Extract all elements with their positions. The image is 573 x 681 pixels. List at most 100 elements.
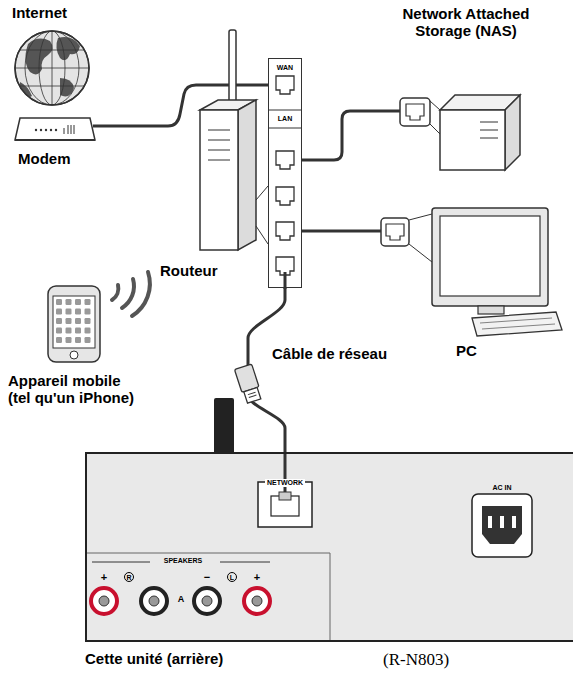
router-icon	[256, 186, 268, 244]
ac-inlet	[472, 494, 532, 557]
polarity-sign: +	[254, 571, 260, 583]
modem-icon	[15, 118, 95, 140]
rj45-port	[276, 76, 294, 94]
device-label: Internet	[12, 4, 67, 21]
router-icon	[229, 30, 236, 106]
modem-icon	[35, 129, 37, 131]
modem-icon	[15, 139, 95, 141]
globe-icon	[14, 50, 90, 51]
speaker-terminal	[149, 596, 159, 606]
globe-icon	[14, 68, 90, 69]
modem-icon	[45, 129, 47, 131]
terminal-label: SPEAKERS	[162, 557, 205, 565]
ac-inlet	[488, 516, 492, 528]
app-icon	[85, 328, 91, 334]
lan-cable	[300, 111, 402, 160]
polarity-sign: −	[204, 571, 210, 583]
app-icon	[56, 299, 91, 343]
app-icon	[56, 318, 62, 324]
app-icon	[75, 328, 81, 334]
rear-panel	[85, 452, 573, 642]
app-icon	[56, 337, 62, 343]
wireless-waves	[132, 272, 150, 316]
app-icon	[75, 299, 81, 305]
polarity-sign: +	[101, 571, 107, 583]
pc-icon	[472, 312, 562, 336]
app-icon	[66, 328, 72, 334]
rj45-port	[276, 151, 294, 169]
speaker-set-label: A	[178, 595, 185, 605]
device-label: PC	[456, 342, 477, 359]
unit-label: Cette unité (arrière)	[85, 650, 223, 667]
app-icon	[85, 309, 91, 315]
nas-icon	[480, 122, 498, 123]
nas-icon	[480, 122, 498, 138]
cable-plug	[234, 364, 262, 404]
channel-mark: R	[124, 572, 134, 582]
globe-icon	[14, 86, 90, 87]
nas-icon	[430, 124, 440, 134]
app-icon	[66, 299, 72, 305]
router-port-panel	[268, 110, 302, 111]
nas-icon	[430, 101, 440, 134]
device-label: Network Attached Storage (NAS)	[400, 5, 532, 40]
nas-icon	[400, 95, 520, 170]
modem-icon	[40, 129, 42, 131]
channel-mark: L	[227, 572, 237, 582]
app-icon	[56, 328, 62, 334]
app-icon	[85, 299, 91, 305]
speaker-bracket	[220, 562, 270, 563]
modem-icon	[50, 129, 52, 131]
modem-icon	[35, 129, 57, 131]
pc-icon	[409, 244, 432, 262]
router-icon	[208, 130, 230, 131]
pc-icon	[409, 214, 432, 220]
pc-icon	[480, 318, 555, 329]
app-icon	[56, 309, 62, 315]
router-icon	[208, 140, 230, 141]
nas-icon	[430, 101, 440, 110]
pc-icon	[432, 208, 548, 306]
globe-icon	[14, 31, 90, 105]
rear-panel	[87, 553, 330, 640]
rj45-port	[276, 222, 294, 240]
app-icon	[66, 337, 72, 343]
ac-inlet	[482, 506, 522, 544]
modem-icon	[15, 118, 95, 140]
router-port-panel	[284, 272, 287, 289]
mobile-device-icon	[53, 296, 95, 348]
speaker-terminal	[252, 596, 262, 606]
cable-plug	[248, 392, 256, 394]
nas-icon	[440, 110, 505, 170]
nas-icon	[505, 95, 520, 170]
modem-icon	[64, 128, 65, 134]
pc-icon	[409, 214, 432, 262]
nas-icon	[480, 130, 498, 131]
ac-inlet	[512, 516, 516, 528]
rj45-port	[276, 187, 294, 205]
app-icon	[75, 309, 81, 315]
router-icon	[200, 30, 268, 250]
rear-panel: NETWORKAC INSPEAKERS+RA−L+	[85, 452, 573, 642]
device-label: Routeur	[160, 262, 218, 279]
pc-icon	[386, 224, 404, 240]
app-icon	[85, 337, 91, 343]
router-icon	[208, 160, 230, 161]
rear-panel	[85, 452, 573, 642]
router-port-panel: WANLAN	[268, 58, 302, 288]
router-icon	[256, 226, 268, 244]
app-icon	[66, 318, 72, 324]
ac-inlet	[500, 516, 504, 528]
mobile-device-icon	[48, 286, 100, 362]
speaker-terminal	[244, 588, 270, 614]
modem-icon	[74, 125, 75, 134]
pc-icon	[478, 306, 504, 314]
modem-icon	[68, 125, 69, 134]
modem-icon	[71, 125, 72, 134]
device-label: Appareil mobile (tel qu'un iPhone)	[8, 372, 140, 407]
app-icon	[75, 318, 81, 324]
router-icon	[208, 130, 230, 160]
port-label: AC IN	[492, 484, 511, 492]
app-icon	[85, 318, 91, 324]
